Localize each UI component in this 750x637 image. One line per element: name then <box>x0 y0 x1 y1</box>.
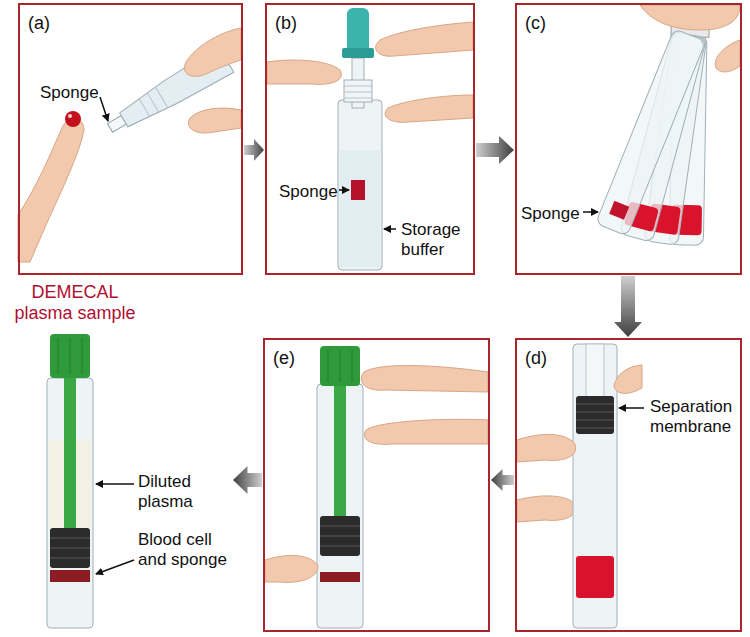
membrane-ridge <box>50 538 90 539</box>
step-panel: (d) Separation membrane <box>515 338 742 632</box>
part-label: Diluted plasma <box>138 472 230 511</box>
hand-thumb <box>364 419 488 444</box>
step-panel: (b) SpongeStorage buffer <box>265 3 475 275</box>
panel-label: (d) <box>525 348 547 369</box>
blood-cells <box>320 572 360 582</box>
sponge <box>609 201 629 220</box>
part-label: Sponge <box>279 182 338 202</box>
tube-body <box>596 29 706 236</box>
cap-ridge <box>82 338 83 374</box>
thread-line <box>344 98 372 99</box>
device-ridge <box>147 93 158 112</box>
hand-finger <box>715 40 740 72</box>
device-ridge <box>139 99 149 116</box>
membrane-ridge <box>320 546 360 547</box>
separation-membrane <box>320 516 360 556</box>
hand-finger <box>265 555 318 582</box>
cap-ridge <box>70 338 71 374</box>
blood-cells <box>50 570 90 582</box>
panel-label: (b) <box>275 13 297 34</box>
green-plunger <box>64 378 76 528</box>
thread-line <box>344 86 372 87</box>
flow-arrow <box>476 136 514 164</box>
step-panel: (e) <box>263 338 490 632</box>
leader-line <box>96 560 134 574</box>
result-group: DEMECAL plasma sampleDiluted plasmaBlood… <box>8 280 232 634</box>
cap-collar <box>342 48 374 58</box>
flow-arrow <box>244 139 264 161</box>
panel-label: (e) <box>273 348 295 369</box>
part-label: Sponge <box>521 204 580 224</box>
hand-finger <box>361 366 488 392</box>
drop-highlight <box>68 114 72 118</box>
hand-finger <box>376 22 473 56</box>
leader-line <box>96 483 134 485</box>
finger <box>18 118 84 262</box>
tube-body <box>338 100 382 270</box>
title-label: DEMECAL plasma sample <box>8 282 142 323</box>
separation-membrane <box>576 396 614 434</box>
part-label: Blood cell and sponge <box>138 530 230 569</box>
leader-line <box>583 211 598 213</box>
tilted-tube <box>596 29 706 236</box>
membrane-ridge <box>576 404 614 405</box>
separation-membrane <box>50 528 90 568</box>
membrane-ridge <box>320 536 360 537</box>
flow-arrow <box>233 466 262 494</box>
step-panel: (c) Sponge <box>515 3 742 275</box>
panel-label: (c) <box>525 13 546 34</box>
cap-ridge <box>58 338 59 374</box>
green-cap <box>320 346 360 386</box>
green-cap <box>50 334 90 378</box>
leader-line <box>100 97 108 121</box>
cap-ridge <box>352 350 353 382</box>
hand-finger <box>267 60 341 84</box>
leader-line <box>384 228 396 230</box>
leader-line <box>619 407 644 409</box>
green-plunger <box>334 386 346 518</box>
cap-ridge <box>328 350 329 382</box>
hand-thumb <box>184 28 241 76</box>
blood-drop <box>65 111 81 127</box>
part-label: Storage buffer <box>401 220 471 259</box>
leader-line <box>339 189 349 191</box>
thread-line <box>344 92 372 93</box>
hand-finger <box>517 434 576 462</box>
hand-finger <box>385 95 473 122</box>
sponge <box>351 180 365 200</box>
membrane-ridge <box>576 420 614 421</box>
membrane-ridge <box>576 412 614 413</box>
membrane-ridge <box>50 558 90 559</box>
fingertip <box>18 111 84 262</box>
hand-finger <box>517 496 576 522</box>
plunger <box>586 344 604 398</box>
flow-arrow <box>614 276 642 337</box>
membrane-ridge <box>576 428 614 429</box>
blood-mix <box>576 556 614 598</box>
hand-finger <box>188 108 241 133</box>
thread <box>344 80 372 102</box>
hand <box>640 5 740 30</box>
cap-ridge <box>340 350 341 382</box>
tube-body <box>317 384 363 628</box>
tube-body <box>47 378 93 628</box>
device-ridge <box>156 87 168 108</box>
tube-body <box>573 344 617 628</box>
membrane-ridge <box>320 526 360 527</box>
membrane-ridge <box>50 548 90 549</box>
flow-arrow <box>491 469 514 491</box>
part-label: Separation membrane <box>650 397 740 436</box>
storage-buffer <box>340 150 380 267</box>
step-panel: (a) Sponge <box>18 3 243 275</box>
part-label: Sponge <box>40 83 99 103</box>
hand-thumb <box>614 365 642 393</box>
panel-label: (a) <box>28 13 50 34</box>
